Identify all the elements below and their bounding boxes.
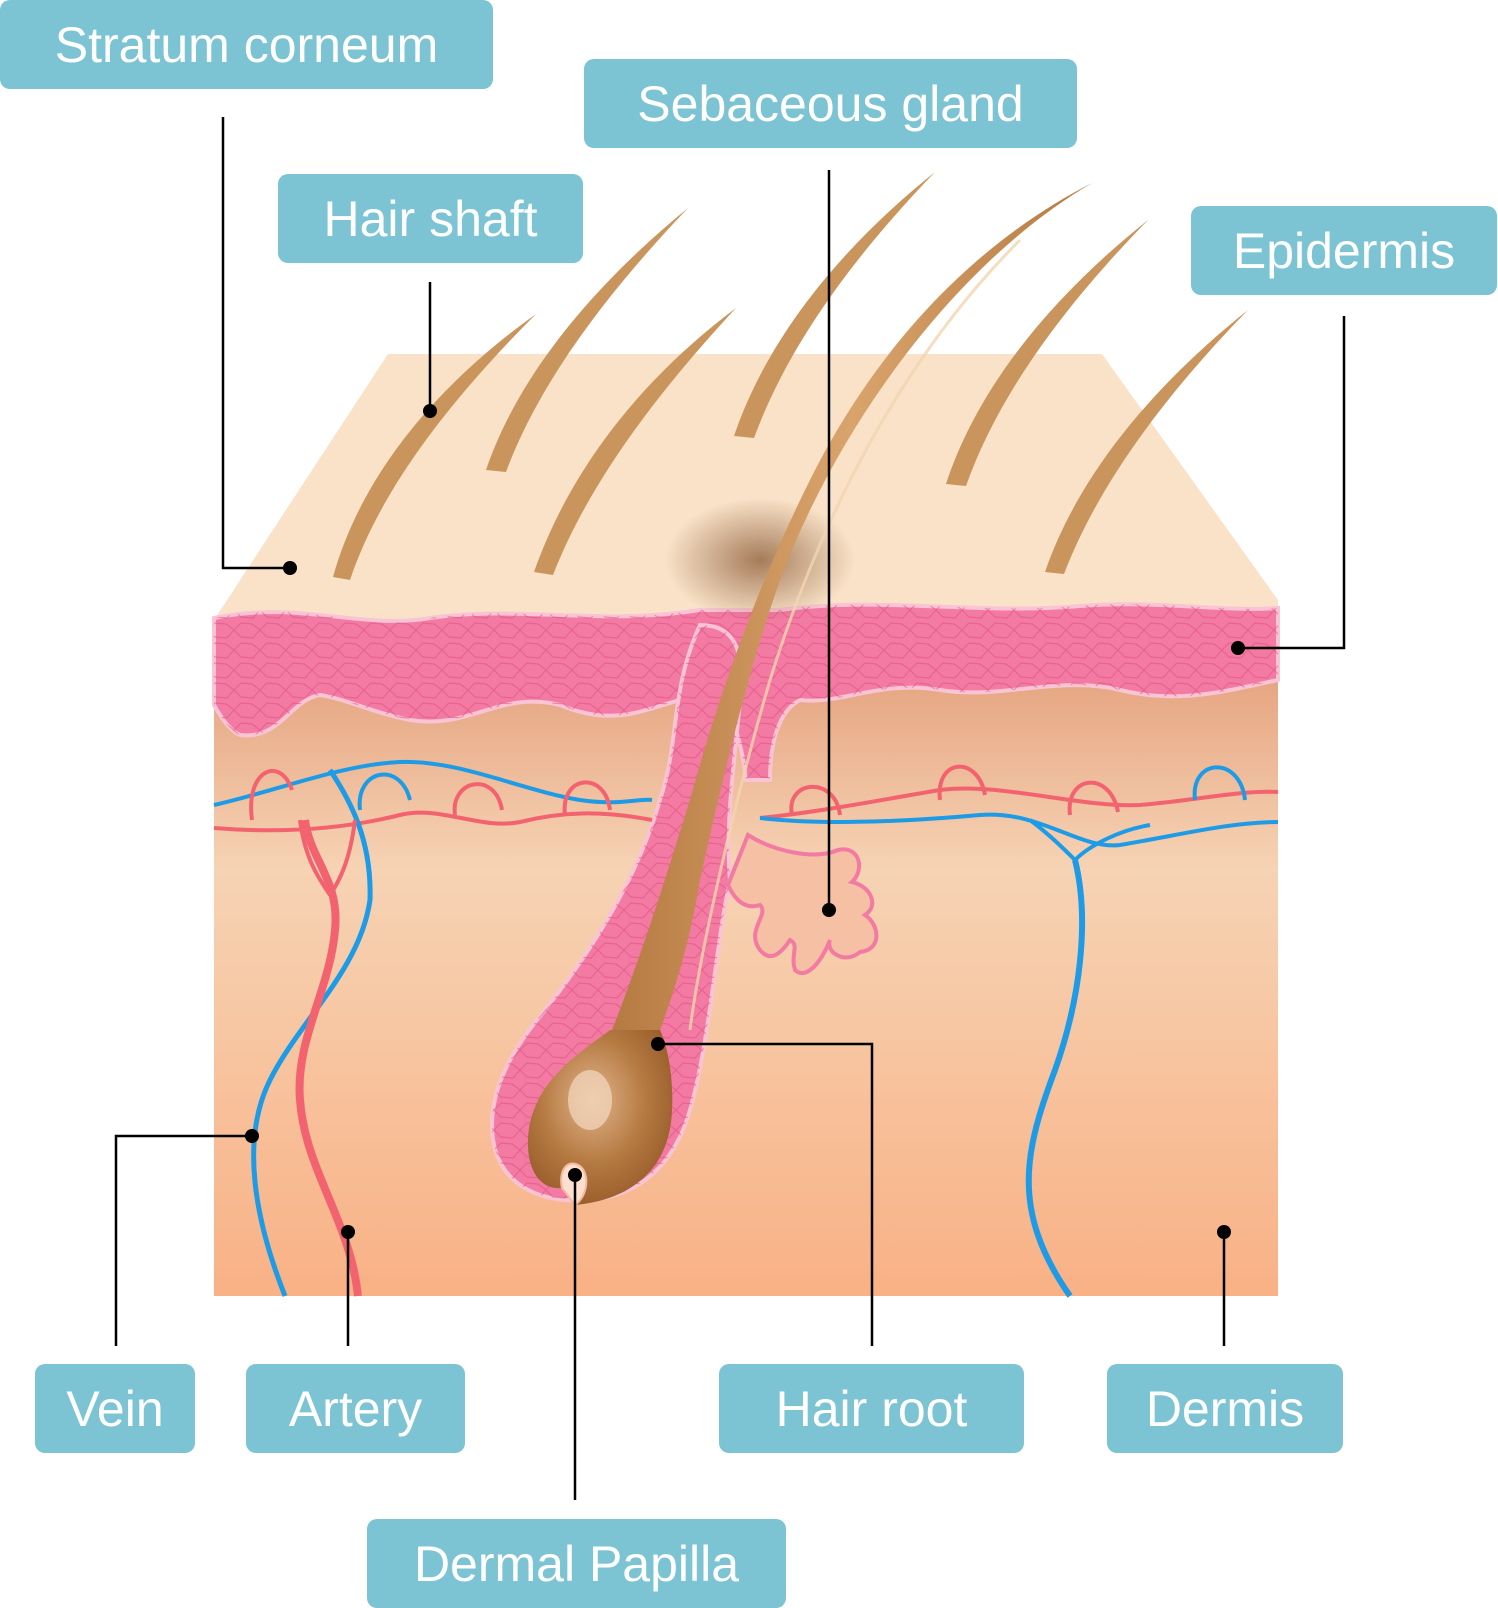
loop-7 bbox=[1067, 780, 1120, 816]
dot-dermis bbox=[1217, 1225, 1231, 1239]
dot-hair-root bbox=[651, 1037, 665, 1051]
surface-hairs bbox=[333, 172, 1248, 580]
label-artery: Artery bbox=[246, 1364, 465, 1453]
dot-artery bbox=[341, 1225, 355, 1239]
label-stratum-corneum: Stratum corneum bbox=[0, 0, 493, 89]
main-hair-shaft bbox=[610, 183, 1092, 1035]
leader-vein bbox=[114, 1134, 252, 1346]
dot-stratum-corneum bbox=[283, 561, 297, 575]
dot-hair-shaft bbox=[423, 404, 437, 418]
label-hair-shaft: Hair shaft bbox=[278, 174, 583, 263]
hair-follicle-texture bbox=[492, 625, 742, 1201]
surface-hair-5 bbox=[946, 220, 1148, 486]
dot-dermal-papilla bbox=[568, 1168, 582, 1182]
loop-1 bbox=[249, 769, 294, 821]
leader-stratum-corneum bbox=[221, 117, 290, 570]
sebaceous-gland-shape bbox=[725, 832, 879, 976]
label-vein: Vein bbox=[35, 1364, 195, 1453]
vein-vessel-right bbox=[1025, 859, 1086, 1298]
label-sebaceous-gland: Sebaceous gland bbox=[584, 59, 1077, 148]
label-epidermis: Epidermis bbox=[1191, 206, 1497, 295]
surface-hair-2 bbox=[486, 208, 688, 472]
label-dermal-papilla: Dermal Papilla bbox=[367, 1519, 786, 1608]
loop-3 bbox=[452, 782, 504, 816]
epidermis-texture bbox=[214, 604, 1278, 780]
artery-capillary-path-right bbox=[759, 786, 1279, 820]
label-dermis: Dermis bbox=[1107, 1364, 1343, 1453]
surface-hair-6 bbox=[1045, 310, 1248, 574]
hair-bulb-highlight bbox=[568, 1070, 612, 1130]
artery-vessel-left bbox=[295, 819, 362, 1297]
loop-8 bbox=[1192, 765, 1247, 801]
leader-hair-root bbox=[658, 1042, 874, 1346]
loop-4 bbox=[562, 780, 612, 816]
major-vessels bbox=[251, 768, 1151, 1298]
loop-2 bbox=[357, 772, 412, 811]
vein-branch-right bbox=[1028, 818, 1151, 863]
surface-hair-1 bbox=[333, 314, 536, 580]
sebum-smudge bbox=[665, 498, 855, 622]
vein-capillary-path-right bbox=[759, 812, 1279, 848]
leader-dots bbox=[245, 404, 1245, 1239]
loop-6 bbox=[937, 764, 987, 801]
label-hair-root: Hair root bbox=[719, 1364, 1024, 1453]
artery-capillary-path bbox=[213, 810, 653, 833]
loop-5 bbox=[789, 784, 842, 816]
dot-epidermis bbox=[1231, 641, 1245, 655]
artery-branch-left bbox=[298, 819, 357, 897]
vein-capillary-path bbox=[213, 759, 653, 807]
stratum-corneum-layer bbox=[214, 354, 1278, 630]
surface-hair-3 bbox=[534, 308, 736, 575]
surface-hair-4 bbox=[734, 172, 935, 438]
dot-sebaceous-gland bbox=[822, 903, 836, 917]
leader-lines bbox=[114, 117, 1346, 1500]
dot-vein bbox=[245, 1129, 259, 1143]
main-hair-highlight bbox=[688, 238, 1022, 1031]
leader-epidermis bbox=[1238, 316, 1346, 650]
capillary-loops bbox=[213, 759, 1279, 848]
